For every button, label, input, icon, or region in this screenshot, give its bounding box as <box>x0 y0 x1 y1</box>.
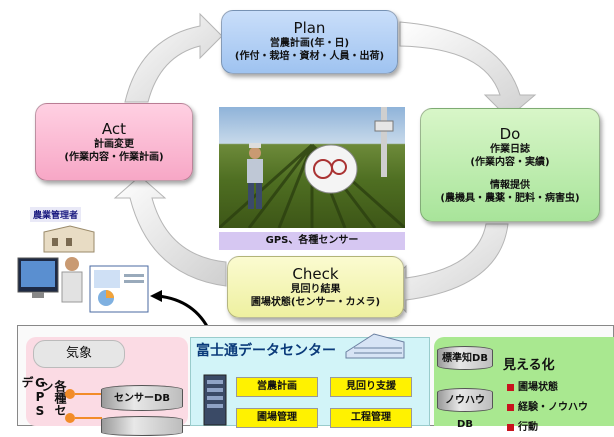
pdca-cycle-arrows <box>113 12 537 338</box>
plan-box: Plan 営農計画(年・日) (作付・栽培・資材・人員・出荷) <box>221 10 398 74</box>
check-title: Check <box>292 265 339 283</box>
sensor-db-label: センサーDB <box>114 393 170 404</box>
user-figure-icon <box>61 257 83 303</box>
plan-line1: 営農計画(年・日) <box>269 38 350 49</box>
do-line3: 情報提供 <box>490 180 530 191</box>
bullet-field-status-label: 圃場状態 <box>518 382 558 393</box>
check-line2: 圃場状態(センサー・カメラ) <box>250 297 381 308</box>
bullet-experience-knowhow: 経験・ノウハウ <box>507 398 588 413</box>
server-rack-icon <box>203 374 227 426</box>
module-process-management: 工程管理 <box>330 408 412 428</box>
bullet-field-status: 圃場状態 <box>507 378 558 393</box>
weather-badge: 気象 <box>33 340 125 368</box>
module-patrol-support: 見回り支援 <box>330 377 412 397</box>
act-title: Act <box>101 120 127 138</box>
module-field-management: 圃場管理 <box>236 408 318 428</box>
datacenter-title: 富士通データセンター <box>196 343 336 359</box>
connector-dot <box>65 389 75 399</box>
knowhow-db-cylinder: ノウハウDB <box>437 388 493 430</box>
do-line4: (農機具・農薬・肥料・病害虫) <box>440 193 580 204</box>
photo-caption: GPS、各種センサー <box>219 232 405 250</box>
gps-data-label: GPSデ <box>20 376 47 418</box>
standard-knowledge-db-label: 標準知DB <box>442 353 488 364</box>
do-line2: (作業内容・実績) <box>470 157 550 168</box>
field-photo-illustration <box>219 107 405 228</box>
arrowhead-start <box>150 290 162 302</box>
connector-dot <box>65 413 75 423</box>
various-sensors-label: 各種セン <box>40 380 67 416</box>
bullet-experience-knowhow-label: 経験・ノウハウ <box>518 402 588 413</box>
datacenter-building-icon <box>345 333 405 359</box>
sensor-db-cylinder: センサーDB <box>101 385 183 411</box>
bullet-action-label: 行動 <box>518 422 538 433</box>
sensor-connectors <box>65 389 102 423</box>
farmer-figure <box>247 143 263 209</box>
field-photo <box>219 107 405 228</box>
farm-manager-illustration <box>17 225 149 313</box>
visualization-title: 見える化 <box>503 358 555 373</box>
arrow-check-to-act <box>113 175 227 287</box>
act-line1: 計画変更 <box>94 139 134 150</box>
bullet-marker <box>507 423 514 431</box>
knowhow-db-label: ノウハウDB <box>445 395 485 430</box>
computer-monitor-icon <box>17 257 59 298</box>
bullet-marker <box>507 383 514 391</box>
plan-title: Plan <box>293 19 326 37</box>
do-line1: 作業日誌 <box>490 144 530 155</box>
farm-manager-label: 農業管理者 <box>30 207 82 222</box>
bullet-marker <box>507 403 514 411</box>
check-line1: 見回り結果 <box>290 284 341 295</box>
do-box: Do 作業日誌 (作業内容・実績) 情報提供 (農機具・農薬・肥料・病害虫) <box>420 108 600 222</box>
farm-building-icon <box>43 225 95 253</box>
screen-chart-icon <box>89 265 149 313</box>
standard-knowledge-db-cylinder: 標準知DB <box>437 346 493 370</box>
act-box: Act 計画変更 (作業内容・作業計画) <box>35 103 193 181</box>
do-title: Do <box>499 125 521 143</box>
plan-line2: (作付・栽培・資材・人員・出荷) <box>234 51 385 62</box>
arrow-plan-to-do <box>399 21 537 119</box>
sensor-device <box>304 144 358 194</box>
module-farm-plan: 営農計画 <box>236 377 318 397</box>
db-cylinder-partial <box>101 416 183 436</box>
check-box: Check 見回り結果 圃場状態(センサー・カメラ) <box>227 256 404 318</box>
act-line2: (作業内容・作業計画) <box>64 152 164 163</box>
camera-pole <box>374 107 394 177</box>
arrow-act-to-plan <box>124 12 223 103</box>
